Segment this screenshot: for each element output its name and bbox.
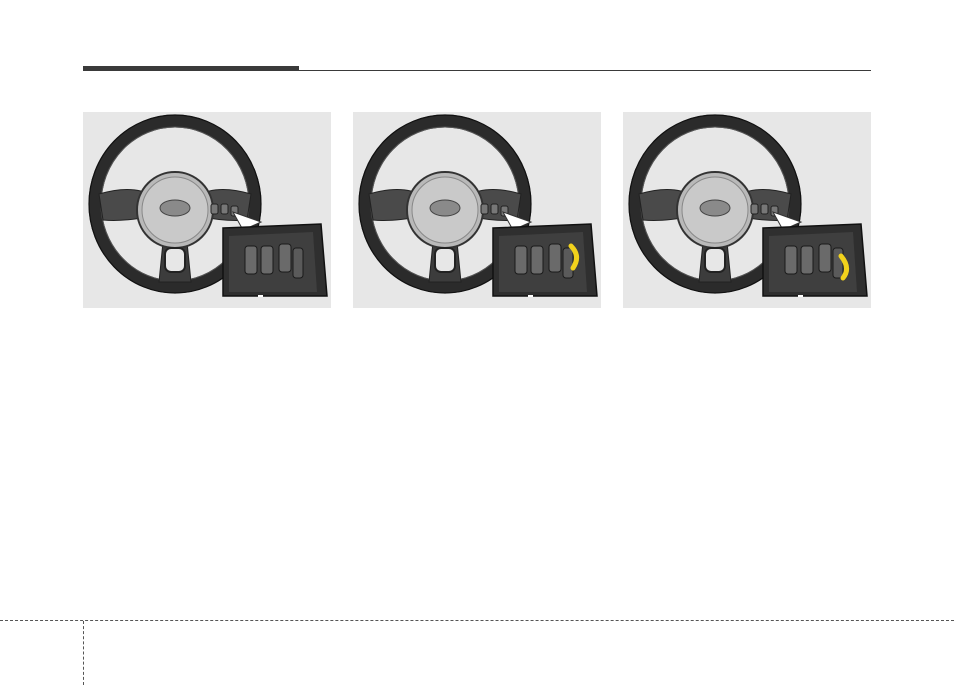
steering-wheel-illustration xyxy=(623,112,871,308)
figure-steering-wheel-2 xyxy=(353,112,601,308)
header-rule-thin xyxy=(299,70,871,71)
footer-dashed-margin xyxy=(83,621,84,685)
figure-steering-wheel-1 xyxy=(83,112,331,308)
steering-wheel-illustration xyxy=(353,112,601,308)
figure-steering-wheel-3 xyxy=(623,112,871,308)
footer-dashed-rule xyxy=(0,620,954,621)
header-rule-thick xyxy=(83,66,299,71)
steering-wheel-illustration xyxy=(83,112,331,308)
